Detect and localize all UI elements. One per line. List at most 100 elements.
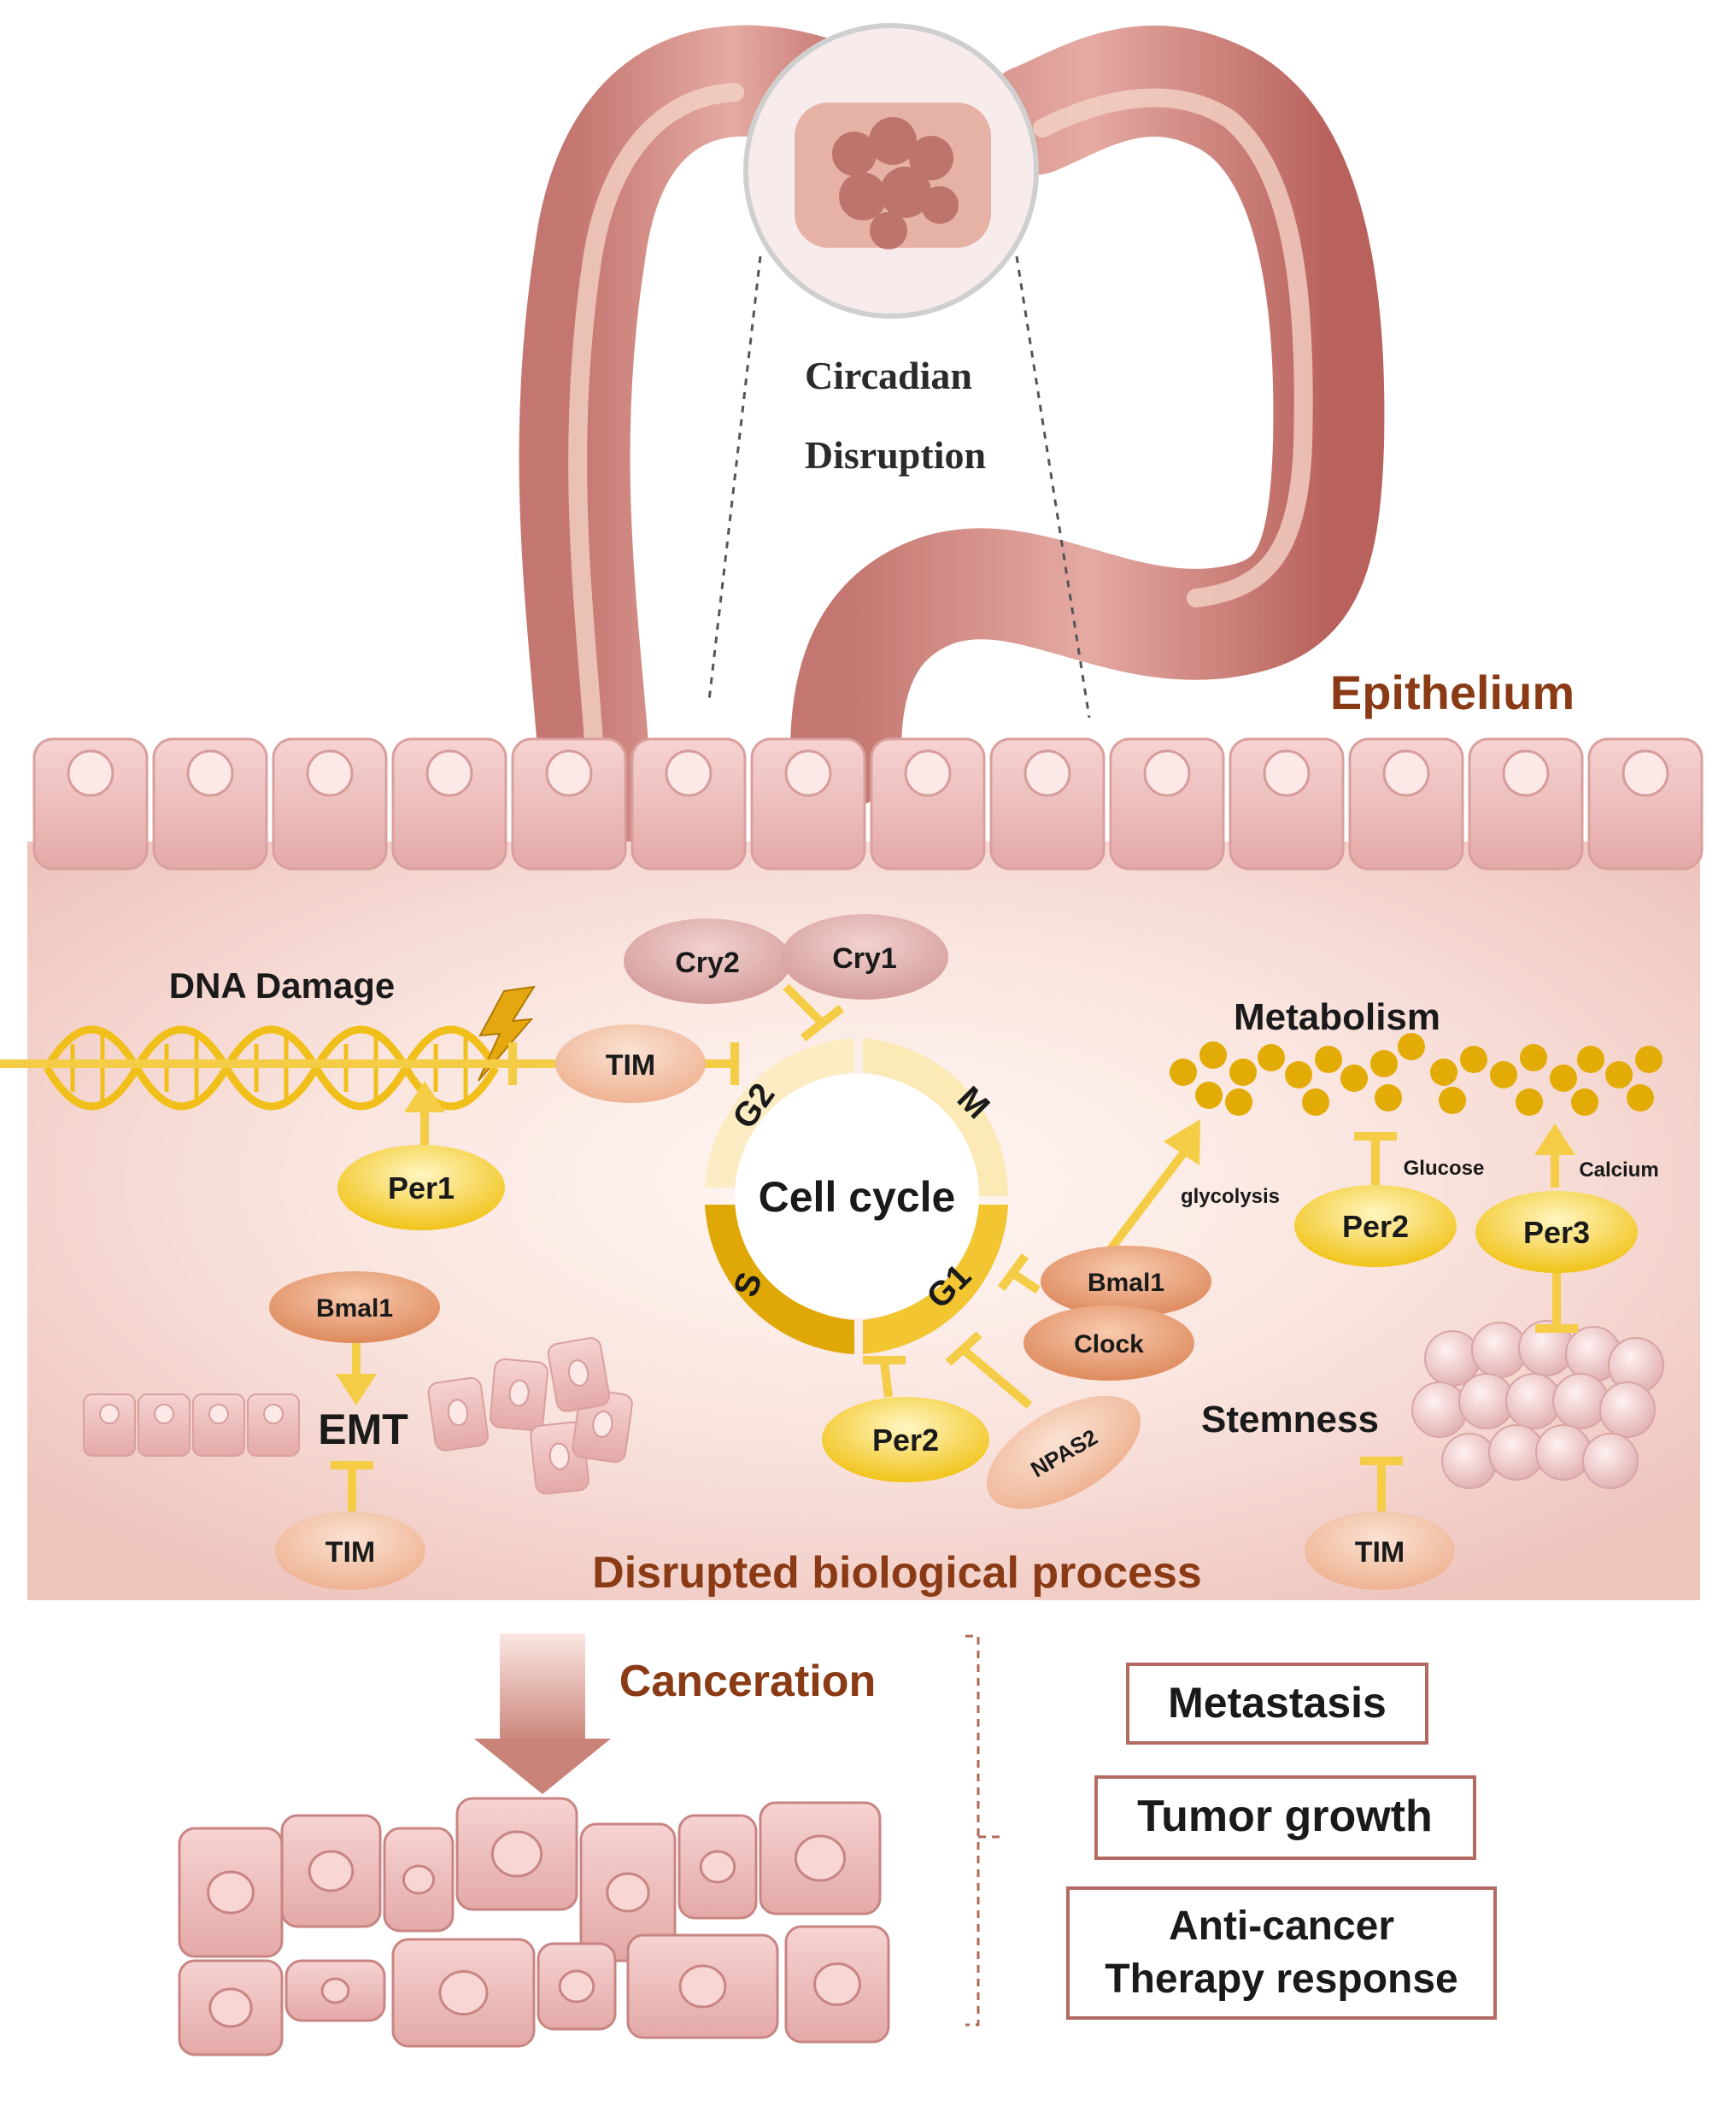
node-per2-met-label: Per2 [1342, 1209, 1409, 1244]
tumor-cell [455, 1797, 578, 1911]
epithelium-cell [1229, 737, 1345, 871]
lightning-bolt-icon [478, 985, 536, 1082]
dna-damage-label: DNA Damage [169, 965, 396, 1006]
tumor-cell [759, 1801, 882, 1915]
node-tim-emt: TIM [275, 1511, 425, 1590]
node-clock-label: Clock [1074, 1330, 1144, 1358]
node-per1-label: Per1 [388, 1170, 455, 1206]
metabolite-dot [1258, 1044, 1285, 1071]
tumor-cell [537, 1942, 617, 2031]
metabolite-dot [1285, 1061, 1312, 1088]
node-tim-emt-label: TIM [326, 1536, 376, 1569]
metabolite-dot [1340, 1065, 1368, 1092]
outcome-therapy-line1: Anti-cancer [1169, 1904, 1394, 1949]
canceration-arrow [474, 1634, 611, 1794]
node-per2-g1: Per2 [822, 1397, 989, 1482]
epithelium-cell [272, 737, 388, 871]
outcome-bracket [965, 1634, 1004, 2027]
circadian-label-line1: Circadian [805, 354, 972, 397]
disrupted-process-label: Disrupted biological process [592, 1548, 1202, 1598]
emt-label: EMT [318, 1405, 408, 1453]
epithelium-cell [630, 737, 747, 871]
node-per2-met: Per2 [1294, 1185, 1457, 1267]
colon-illustration [519, 23, 1385, 876]
metabolism-label: Metabolism [1234, 996, 1440, 1038]
epithelial-cell [247, 1393, 300, 1457]
metabolite-dot [1315, 1046, 1342, 1073]
node-cry1: Cry1 [781, 914, 948, 1000]
metabolite-dot [1635, 1046, 1663, 1073]
calcium-label: Calcium [1579, 1159, 1658, 1182]
node-bmal1-g1-label: Bmal1 [1088, 1269, 1164, 1297]
node-tim-dna: TIM [555, 1024, 706, 1103]
outcome-therapy-response: Anti-cancer Therapy response [1066, 1886, 1497, 2020]
node-bmal1-g1: Bmal1 [1041, 1246, 1211, 1317]
cell-cycle-center-label: Cell cycle [759, 1173, 956, 1221]
node-tim-stem: TIM [1305, 1511, 1455, 1590]
node-per3: Per3 [1475, 1191, 1638, 1273]
tumor-cell-mass [178, 1797, 890, 2056]
epithelium-cell-row [32, 737, 1704, 871]
tumor-cell [280, 1814, 382, 1928]
epithelium-cell [750, 737, 866, 871]
stem-cell [1441, 1433, 1498, 1489]
metabolite-dot [1430, 1059, 1457, 1086]
node-cry2: Cry2 [624, 918, 791, 1004]
epithelium-cell [989, 737, 1106, 871]
cell-nucleus [208, 1404, 229, 1424]
stem-cell [1582, 1433, 1639, 1489]
epithelium-cell [1587, 737, 1704, 871]
emt-cells [83, 1337, 633, 1495]
stem-cell [1552, 1373, 1609, 1429]
epithelial-cell [138, 1393, 191, 1457]
cell-nucleus [263, 1404, 284, 1424]
metabolite-dot [1571, 1088, 1598, 1116]
epithelium-cell [1109, 737, 1225, 871]
node-tim-stem-label: TIM [1355, 1536, 1405, 1569]
tumor-cell [626, 1933, 779, 2039]
tumor-cell [383, 1827, 455, 1933]
node-bmal1-emt: Bmal1 [269, 1271, 440, 1343]
glucose-label: Glucose [1404, 1157, 1485, 1180]
epithelium-cell [152, 737, 268, 871]
node-clock: Clock [1023, 1305, 1194, 1381]
epithelium-cell [1468, 737, 1584, 871]
metabolite-dot [1170, 1059, 1197, 1086]
mesenchymal-cell [427, 1376, 489, 1452]
metabolite-dot [1627, 1084, 1654, 1112]
metabolite-dot [1398, 1033, 1425, 1060]
stem-cell-cluster [1411, 1320, 1664, 1489]
epithelium-cell [870, 737, 986, 871]
outcome-tumor-growth: Tumor growth [1094, 1775, 1476, 1860]
metabolite-dot [1199, 1041, 1227, 1069]
mesenchymal-cell [490, 1358, 548, 1432]
metabolite-dot [1460, 1046, 1487, 1073]
node-npas2: NPAS2 [986, 1395, 1141, 1510]
metabolite-dot [1375, 1084, 1402, 1112]
node-tim-dna-label: TIM [606, 1049, 656, 1082]
metabolite-dot [1195, 1082, 1223, 1109]
circadian-label-line2: Disruption [805, 433, 986, 477]
outcome-tumor-growth-label: Tumor growth [1137, 1792, 1433, 1841]
outcome-metastasis: Metastasis [1126, 1663, 1428, 1745]
metabolite-dot [1302, 1088, 1329, 1116]
node-per1: Per1 [337, 1145, 505, 1230]
stem-cell [1535, 1424, 1592, 1481]
metabolite-dot [1370, 1050, 1398, 1077]
metabolite-dot [1577, 1046, 1604, 1073]
metabolite-dot [1490, 1061, 1517, 1088]
mesenchymal-cell [547, 1337, 611, 1412]
phase-segment-g1 [863, 1205, 1008, 1354]
metabolite-dot [1520, 1044, 1547, 1071]
node-per2-g1-label: Per2 [872, 1423, 939, 1458]
node-bmal1-emt-label: Bmal1 [316, 1294, 393, 1323]
epithelium-cell [391, 737, 507, 871]
node-per3-label: Per3 [1523, 1215, 1590, 1250]
cell-cycle-ring [705, 1038, 1009, 1354]
phase-segment-g2 [705, 1038, 854, 1188]
metabolite-dot [1605, 1061, 1633, 1088]
tumor-cell [284, 1959, 386, 2022]
metabolite-dot [1225, 1088, 1252, 1116]
tumor-cell [178, 1827, 284, 1958]
